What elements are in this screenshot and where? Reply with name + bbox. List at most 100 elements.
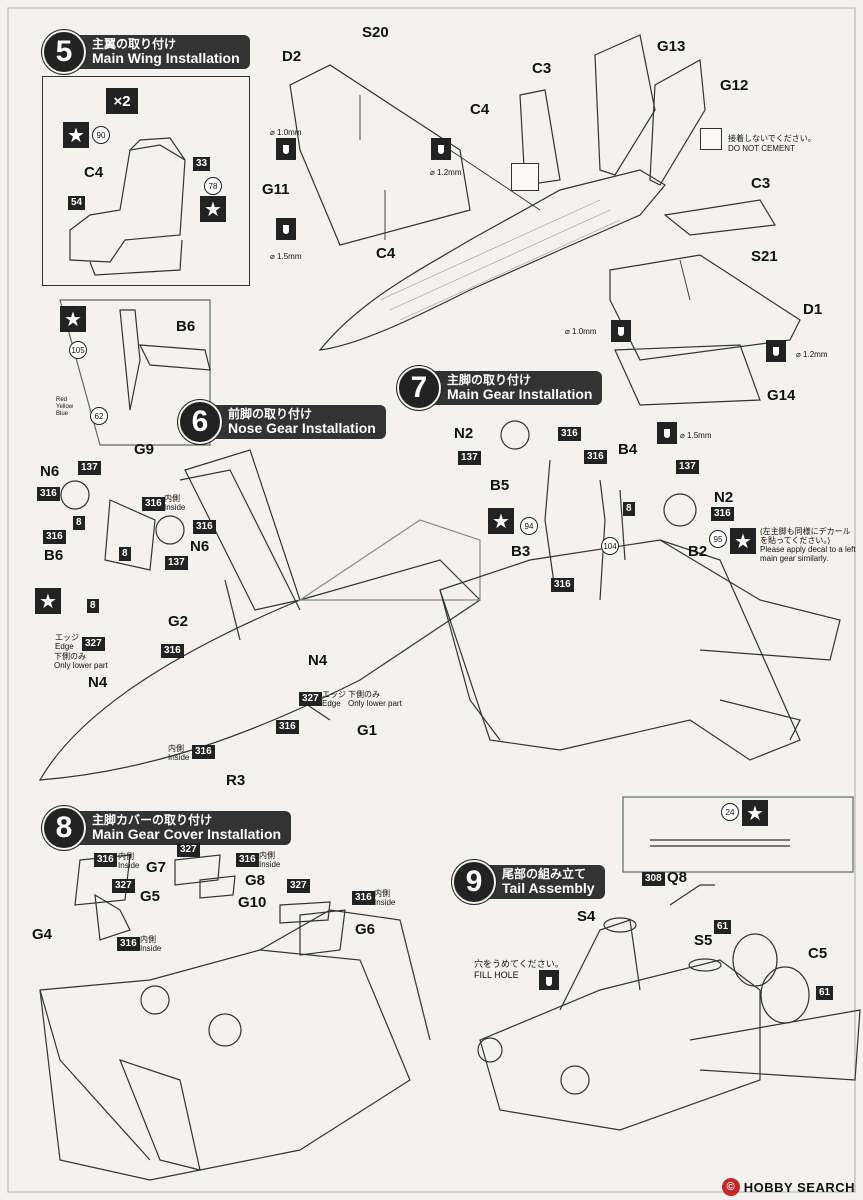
color-316: 316 bbox=[236, 853, 259, 867]
color-327: 327 bbox=[112, 879, 135, 893]
part-b6: B6 bbox=[44, 547, 64, 564]
inside-jp: 内側 bbox=[140, 935, 156, 944]
part-n6: N6 bbox=[190, 538, 210, 555]
part-c4: C4 bbox=[470, 101, 490, 118]
step-title: 尾部の組み立て Tail Assembly bbox=[488, 865, 605, 899]
drill-icon bbox=[766, 340, 786, 362]
step-title-en: Main Wing Installation bbox=[92, 49, 240, 66]
step-number: 9 bbox=[452, 860, 496, 904]
inside-en: Inside bbox=[374, 898, 396, 907]
decal-90: 90 bbox=[92, 126, 110, 144]
color-316: 316 bbox=[161, 644, 184, 658]
step-title: 主翼の取り付け Main Wing Installation bbox=[78, 35, 250, 69]
step-title-jp: 主脚の取り付け bbox=[447, 373, 532, 388]
decal-104: 104 bbox=[601, 537, 619, 555]
seat-inset bbox=[42, 76, 250, 286]
step-title-en: Main Gear Cover Installation bbox=[92, 825, 282, 842]
part-g9: G9 bbox=[134, 441, 155, 458]
part-d2: D2 bbox=[282, 48, 302, 65]
color-327: 327 bbox=[82, 637, 105, 651]
color-316: 316 bbox=[352, 891, 375, 905]
lower-only-jp: 下側のみ bbox=[348, 690, 380, 699]
color-key: Red Yellow Blue bbox=[56, 397, 74, 417]
color-327: 327 bbox=[299, 692, 322, 706]
part-g14: G14 bbox=[767, 387, 796, 404]
drill-size: ⌀ 1.2mm bbox=[796, 350, 828, 359]
part-b2: B2 bbox=[688, 543, 708, 560]
part-n4: N4 bbox=[88, 674, 108, 691]
step-title-jp: 前脚の取り付け bbox=[228, 407, 313, 422]
drill-size: ⌀ 1.2mm bbox=[430, 168, 462, 177]
color-316: 316 bbox=[94, 853, 117, 867]
inside-en: Inside bbox=[118, 861, 140, 870]
fill-hole-icon bbox=[539, 970, 559, 990]
color-8: 8 bbox=[623, 502, 635, 516]
drill-size: ⌀ 1.0mm bbox=[270, 128, 302, 137]
step-title-jp: 主脚カバーの取り付け bbox=[92, 813, 213, 828]
step-7-header: 7 主脚の取り付け Main Gear Installation bbox=[397, 366, 603, 410]
color-316: 316 bbox=[276, 720, 299, 734]
inside-jp: 内側 bbox=[168, 744, 184, 753]
inside-en: Inside bbox=[259, 860, 281, 869]
part-s5: S5 bbox=[694, 932, 713, 949]
part-d1: D1 bbox=[803, 301, 823, 318]
part-g10: G10 bbox=[238, 894, 267, 911]
step-number: 6 bbox=[178, 400, 222, 444]
decal-note-jp: (左主脚も同様にデカールを貼ってください。) bbox=[760, 527, 851, 545]
color-61: 61 bbox=[816, 986, 834, 1000]
star-icon: ★ bbox=[63, 122, 89, 148]
part-g7: G7 bbox=[146, 859, 167, 876]
color-61: 61 bbox=[714, 920, 732, 934]
step-title: 主脚カバーの取り付け Main Gear Cover Installation bbox=[78, 811, 292, 845]
color-8: 8 bbox=[87, 599, 99, 613]
part-g11: G11 bbox=[262, 181, 290, 198]
part-g5: G5 bbox=[140, 888, 161, 905]
star-icon: ★ bbox=[200, 196, 226, 222]
step-number: 5 bbox=[42, 30, 86, 74]
drill-icon bbox=[431, 138, 451, 160]
do-not-cement-en: DO NOT CEMENT bbox=[728, 144, 795, 153]
star-icon: ★ bbox=[488, 508, 514, 534]
fill-hole-jp: 穴をうめてください。 bbox=[474, 959, 564, 969]
part-b4: B4 bbox=[618, 441, 638, 458]
lower-only-en: Only lower part bbox=[54, 661, 108, 670]
part-q8: Q8 bbox=[667, 869, 688, 886]
inside-en: Inside bbox=[164, 503, 186, 512]
decal-62: 62 bbox=[90, 407, 108, 425]
lower-only-jp: 下側のみ bbox=[54, 652, 86, 661]
step-title-jp: 主翼の取り付け bbox=[92, 37, 177, 52]
drill-size: ⌀ 1.0mm bbox=[565, 327, 597, 336]
edge-jp: エッジ bbox=[55, 633, 79, 642]
color-8: 8 bbox=[73, 516, 85, 530]
decal-note-en: Please apply decal to a left main gear s… bbox=[760, 545, 856, 563]
color-137: 137 bbox=[676, 460, 699, 474]
step-6-header: 6 前脚の取り付け Nose Gear Installation bbox=[178, 400, 386, 444]
star-icon: ★ bbox=[60, 306, 86, 332]
inside-jp: 内側 bbox=[164, 494, 180, 503]
part-s20: S20 bbox=[362, 24, 389, 41]
part-r3: R3 bbox=[226, 772, 246, 789]
decal-78: 78 bbox=[204, 177, 222, 195]
decal-105: 105 bbox=[69, 341, 87, 359]
part-s21: S21 bbox=[751, 248, 778, 265]
decal-94: 94 bbox=[520, 517, 538, 535]
decal-95: 95 bbox=[709, 530, 727, 548]
step-8-header: 8 主脚カバーの取り付け Main Gear Cover Installatio… bbox=[42, 806, 292, 850]
step-number: 7 bbox=[397, 366, 441, 410]
color-316: 316 bbox=[558, 427, 581, 441]
part-c3: C3 bbox=[751, 175, 771, 192]
watermark-text: HOBBY SEARCH bbox=[743, 1179, 855, 1195]
fill-hole-en: FILL HOLE bbox=[474, 970, 519, 980]
inside-jp: 内側 bbox=[259, 851, 275, 860]
part-n2: N2 bbox=[454, 425, 474, 442]
do-not-cement-icon bbox=[700, 128, 722, 150]
part-c5: C5 bbox=[808, 945, 828, 962]
color-316: 316 bbox=[192, 745, 215, 759]
edge-jp: エッジ bbox=[322, 690, 346, 699]
color-316: 316 bbox=[117, 937, 140, 951]
part-b6: B6 bbox=[176, 318, 196, 335]
step-title-jp: 尾部の組み立て bbox=[502, 867, 587, 882]
part-g13: G13 bbox=[657, 38, 686, 55]
part-g2: G2 bbox=[168, 613, 189, 630]
